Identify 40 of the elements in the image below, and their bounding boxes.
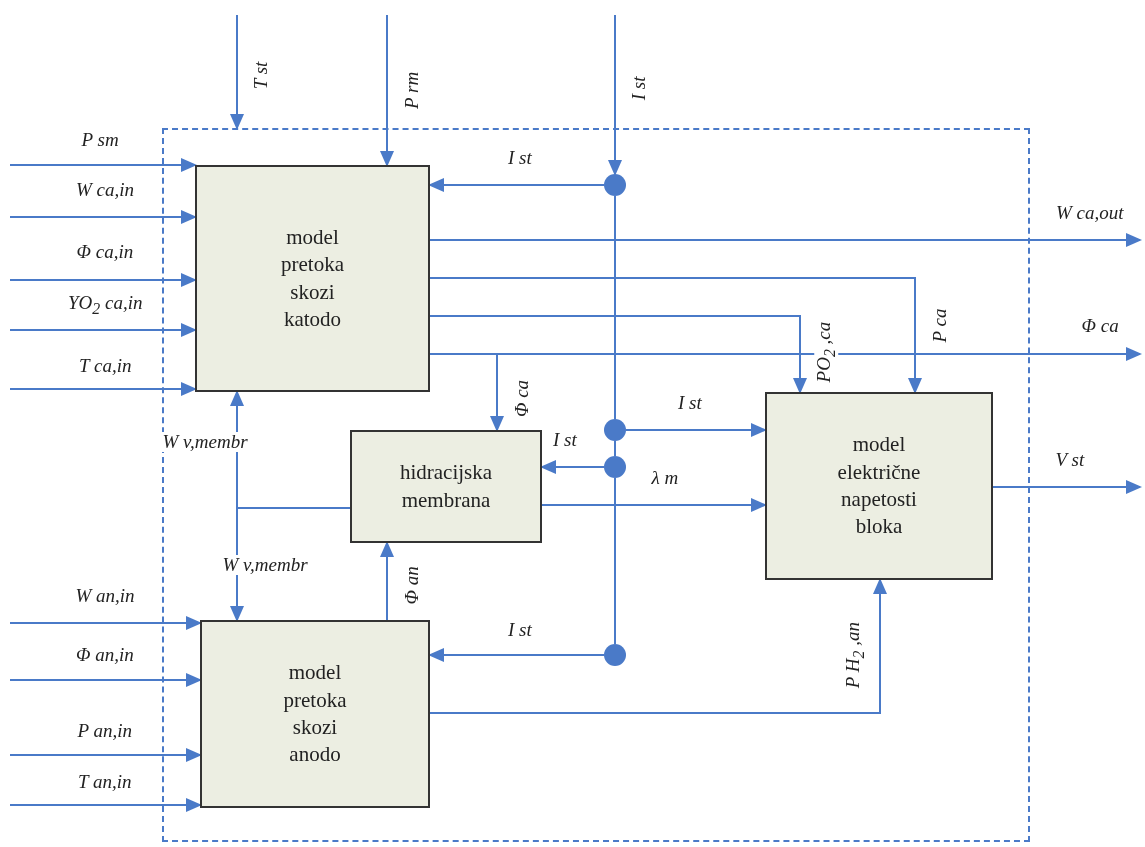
arrow bbox=[230, 14, 244, 130]
junction-dot bbox=[604, 644, 626, 666]
process-box bbox=[200, 620, 430, 808]
arrow bbox=[429, 315, 807, 394]
edge-label: W v,membr bbox=[160, 431, 250, 453]
arrow bbox=[541, 498, 767, 512]
process-box bbox=[350, 430, 542, 543]
block-label: hidracijska membrana bbox=[398, 459, 494, 514]
arrow bbox=[9, 323, 197, 337]
arrow bbox=[9, 616, 202, 630]
block-label: model pretoka skozi katodo bbox=[280, 223, 345, 333]
arrow bbox=[992, 480, 1142, 494]
arrow bbox=[429, 277, 922, 394]
arrow bbox=[429, 578, 887, 714]
arrow bbox=[380, 14, 394, 167]
arrow bbox=[9, 673, 202, 687]
edge-label: W v,membr bbox=[220, 554, 310, 576]
junction-dot bbox=[604, 174, 626, 196]
arrow bbox=[608, 14, 622, 176]
arrow bbox=[380, 541, 394, 621]
arrow bbox=[230, 507, 351, 622]
arrow bbox=[429, 353, 504, 432]
arrow bbox=[9, 210, 197, 224]
arrow bbox=[625, 423, 767, 437]
dashed-boundary bbox=[162, 128, 1030, 842]
connector-line bbox=[614, 477, 616, 645]
process-box bbox=[765, 392, 993, 580]
junction-dot bbox=[604, 456, 626, 478]
connector-line bbox=[614, 195, 616, 420]
junction-dot bbox=[604, 419, 626, 441]
process-box bbox=[195, 165, 430, 392]
arrow bbox=[9, 798, 202, 812]
arrow bbox=[9, 273, 197, 287]
block-label: model električne napetosti bloka bbox=[836, 431, 922, 541]
arrow bbox=[9, 158, 197, 172]
arrow bbox=[9, 748, 202, 762]
arrow bbox=[429, 233, 1142, 247]
arrow bbox=[9, 382, 197, 396]
connector-line bbox=[614, 440, 616, 457]
block-label: model pretoka skozi anodo bbox=[282, 659, 348, 769]
